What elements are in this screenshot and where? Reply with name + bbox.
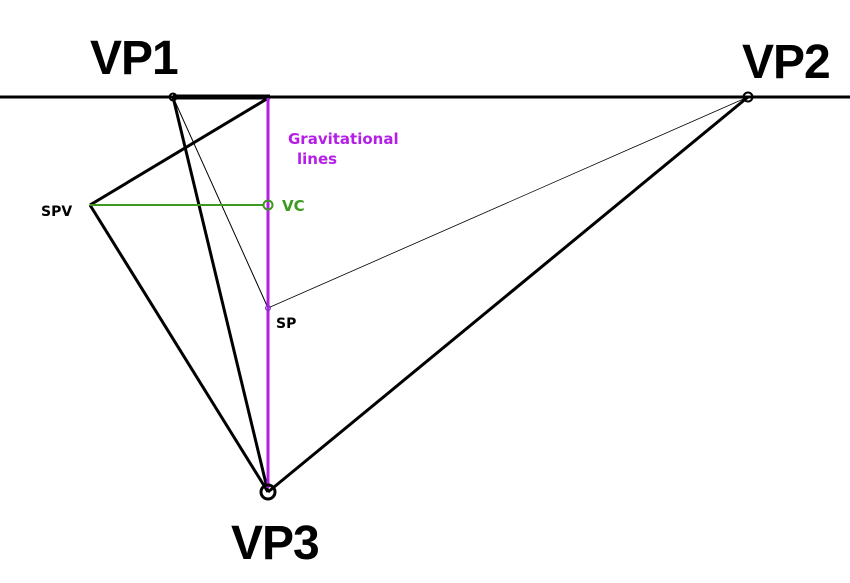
vc-label: VC: [282, 197, 305, 215]
vp2-to-vp3-line: [267, 95, 749, 494]
gravitational-label-line2: lines: [297, 150, 337, 168]
gravitational-label-line1: Gravitational: [288, 130, 399, 148]
vp1-label: VP1: [90, 32, 178, 85]
vp1-to-sp-line: [172, 96, 269, 309]
vp1-to-vp3-line: [171, 96, 270, 493]
sp-point: [265, 305, 271, 311]
vp1-point: [168, 92, 178, 102]
vc-point: [262, 199, 274, 211]
vp2-label: VP2: [742, 36, 830, 89]
vp2-point: [742, 91, 754, 103]
spv-to-vp3-line: [88, 204, 270, 493]
sp-label: SP: [276, 316, 296, 332]
spv-label: SPV: [41, 204, 72, 220]
vp3-point: [259, 483, 277, 501]
horizon-to-spv-line: [89, 95, 271, 207]
vp3-label: VP3: [231, 517, 319, 570]
vp2-to-sp-line: [267, 96, 749, 309]
